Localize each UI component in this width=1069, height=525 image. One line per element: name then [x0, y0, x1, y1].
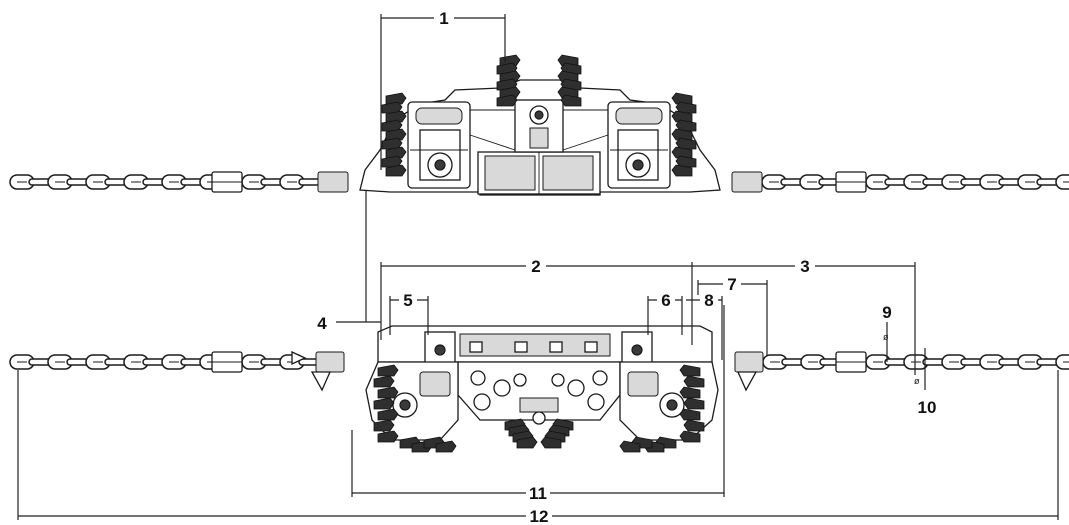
dimension-label-7: 7: [727, 275, 736, 294]
dimension-lines: 1 4 2 3 5 6 7: [17, 8, 1059, 525]
cutter-pick: [683, 419, 705, 432]
cutter-pick: [381, 101, 403, 114]
cutter-pick: [671, 128, 693, 141]
top-machine-body: [359, 79, 721, 196]
svg-text:ø: ø: [883, 332, 889, 342]
cutter-pick: [499, 70, 521, 83]
cutter-pick: [381, 119, 403, 132]
dimension-label-3: 3: [800, 257, 809, 276]
dimension-label-6: 6: [661, 291, 670, 310]
dimension-label-1: 1: [439, 9, 448, 28]
cutter-pick: [385, 128, 407, 141]
cutter-pick: [671, 164, 693, 177]
dimension-label-11: 11: [529, 484, 547, 503]
cutter-pick: [671, 92, 693, 105]
cutter-pick: [557, 54, 579, 67]
dimension-label-10: 10: [918, 398, 937, 417]
cutter-pick: [679, 364, 701, 377]
dimension-label-2: 2: [531, 257, 540, 276]
cutter-pick: [516, 436, 538, 449]
cutter-pick: [499, 86, 521, 99]
cutter-pick: [679, 430, 701, 443]
cutter-pick: [557, 86, 579, 99]
chain-link: [1055, 354, 1069, 370]
cutter-pick: [385, 146, 407, 159]
cutter-pick: [377, 364, 399, 377]
cutter-pick: [385, 110, 407, 123]
bottom-chain-right: [762, 354, 1069, 370]
cutter-pick: [377, 430, 399, 443]
bottom-machine-body: [365, 325, 719, 441]
cutter-pick: [385, 92, 407, 105]
cutter-pick: [675, 137, 697, 150]
cutter-pick: [557, 70, 579, 83]
cutter-pick: [619, 440, 641, 453]
bottom-chain-left: [9, 354, 324, 370]
dimension-label-9: 9: [882, 303, 891, 322]
bottom-view: [9, 325, 1069, 453]
cutter-pick: [560, 94, 582, 107]
cutter-pick: [377, 408, 399, 421]
cutter-pick: [373, 419, 395, 432]
cutter-pick: [373, 397, 395, 410]
cutter-pick: [679, 386, 701, 399]
cutter-pick: [683, 375, 705, 388]
cutter-teeth-top: [381, 54, 697, 177]
cutter-teeth-bottom: [373, 364, 705, 453]
cutter-pick: [385, 164, 407, 177]
dimension-label-5: 5: [403, 291, 412, 310]
cutter-pick: [540, 436, 562, 449]
cutter-pick: [377, 386, 399, 399]
cutter-pick: [435, 440, 457, 453]
svg-text:ø: ø: [914, 376, 920, 386]
cutter-pick: [671, 146, 693, 159]
top-chain-right: [761, 174, 1069, 190]
cutter-pick: [671, 110, 693, 123]
cutter-pick: [381, 155, 403, 168]
cutter-pick: [675, 101, 697, 114]
dimension-label-4: 4: [317, 314, 327, 333]
dimension-label-12: 12: [530, 507, 549, 525]
top-view: [9, 54, 1069, 196]
top-chain-left: [9, 174, 324, 190]
cutter-pick: [373, 375, 395, 388]
chain-link: [1055, 174, 1069, 190]
cutter-pick: [675, 119, 697, 132]
dimension-label-8: 8: [704, 291, 713, 310]
cutter-pick: [381, 137, 403, 150]
cutter-pick: [683, 397, 705, 410]
cutter-pick: [496, 94, 518, 107]
cutter-pick: [675, 155, 697, 168]
cutter-pick: [679, 408, 701, 421]
